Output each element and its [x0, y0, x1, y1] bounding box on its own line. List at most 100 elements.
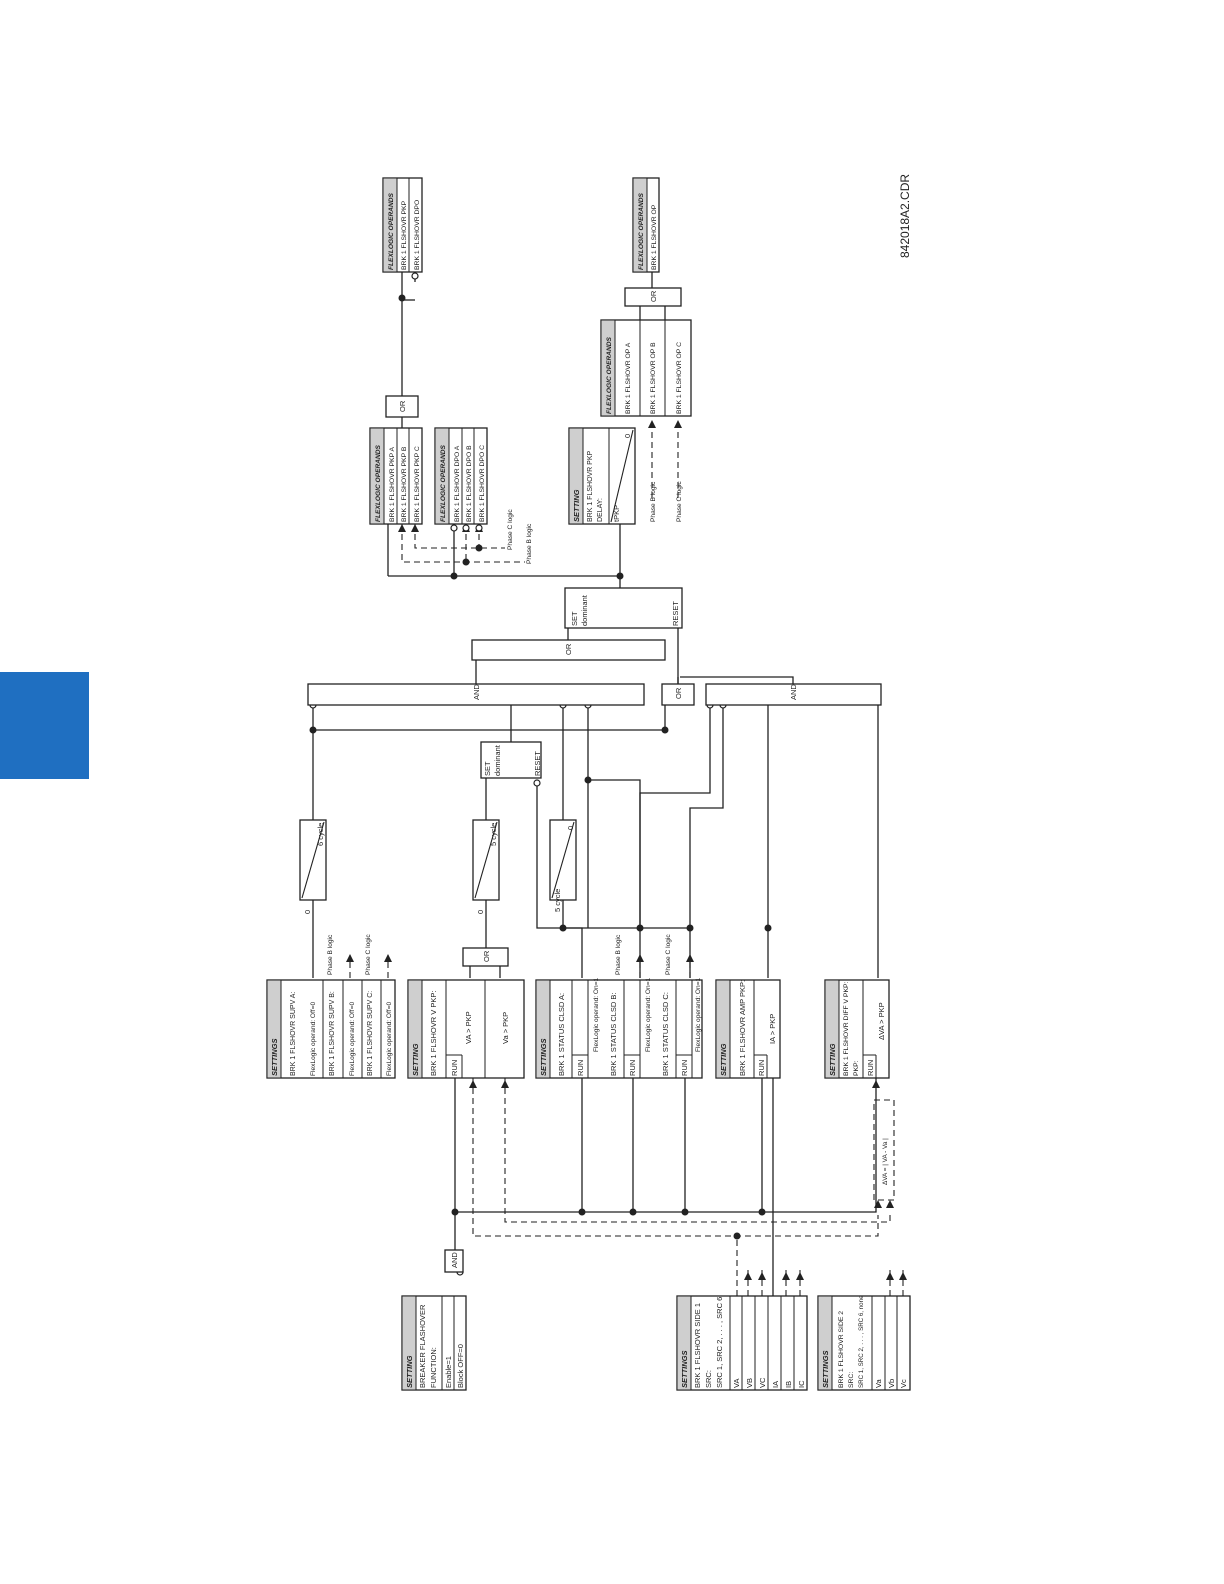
latch1-set: SET — [483, 761, 492, 776]
and2-label: AND — [789, 684, 798, 700]
side1-header: SETTINGS — [680, 1350, 689, 1388]
dpo-row-c: BRK 1 FLSHOVR DPO C — [479, 445, 486, 522]
t5b-zero: 0 — [566, 826, 575, 830]
pkp-header: FLEXLOGIC OPERANDS — [375, 444, 382, 522]
side1-va: VA — [732, 1379, 741, 1388]
status-row-4: FlexLogic operand: On=1 — [645, 977, 652, 1052]
diff-formula: ΔVA = | VA - Va | — [882, 1138, 889, 1185]
amp-cmp: IA > PKP — [768, 1014, 777, 1044]
status-row-6: FlexLogic operand: On=1 — [695, 977, 702, 1052]
status-phase-c: Phase C logic — [665, 934, 672, 975]
latch2-dominant: dominant — [580, 594, 589, 626]
function-row-1: BREAKER FLASHOVER — [418, 1304, 427, 1388]
supv-header: SETTINGS — [270, 1038, 279, 1076]
final-pkp-header: FLEXLOGIC OPERANDS — [388, 192, 395, 270]
or-top-label: OR — [564, 643, 573, 655]
op-row-c: BRK 1 FLSHOVR OP C — [676, 342, 683, 414]
and1-label: AND — [472, 684, 481, 700]
dividers — [322, 178, 898, 1390]
final-pkp-row: BRK 1 FLSHOVR PKP — [401, 200, 408, 270]
dpo-row-b: BRK 1 FLSHOVR DPO B — [466, 445, 473, 522]
vpkp-title: BRK 1 FLSHOVR V PKP: — [429, 991, 438, 1076]
delay-tpkp: tPKP — [612, 505, 621, 522]
supv-row-1: BRK 1 FLSHOVR SUPV A: — [290, 992, 297, 1076]
wires — [312, 272, 879, 1296]
final-op-row: BRK 1 FLSHOVR OP — [651, 204, 658, 270]
dashed-wires — [349, 422, 904, 1296]
function-row-3: Enable=1 — [444, 1356, 453, 1388]
t6-zero: 0 — [303, 910, 312, 914]
vpkp-run: RUN — [450, 1060, 459, 1076]
supv-row-5: BRK 1 FLSHOVR SUPV C: — [367, 991, 374, 1076]
delay-header: SETTING — [572, 489, 581, 522]
diff-title-pkp: PKP: — [853, 1060, 860, 1076]
supv-row-6: FlexLogic operand: Off=0 — [386, 1002, 393, 1076]
side1-ia: IA — [771, 1381, 780, 1388]
amp-title: BRK 1 FLSHOVR AMP PKP: — [738, 980, 747, 1076]
latch2-reset: RESET — [671, 601, 680, 626]
junction-dots — [309, 294, 772, 1240]
side2-header: SETTINGS — [821, 1350, 830, 1388]
and-gate-label: AND — [450, 1252, 459, 1268]
t6-cycle: 6 cycle — [316, 823, 325, 846]
or-mid-label: OR — [674, 687, 683, 699]
amp-header: SETTING — [719, 1043, 728, 1076]
side2-vc: Vc — [899, 1379, 908, 1388]
op-phase-c: Phase C logic — [676, 481, 683, 522]
side2-row-3: SRC 1, SRC 2, . . . , SRC 6, none — [858, 1295, 865, 1388]
status-header: SETTINGS — [539, 1038, 548, 1076]
side1-vc: VC — [758, 1377, 767, 1388]
t5b-cycle: 5 cycle — [553, 889, 562, 912]
vpkp-cmp-1: VA > PKP — [464, 1011, 473, 1044]
diff-cmp: ΔVA > PKP — [877, 1002, 886, 1040]
pkp-row-b: BRK 1 FLSHOVR PKP B — [401, 446, 408, 522]
arrowheads — [346, 420, 907, 1280]
final-dpo-row: BRK 1 FLSHOVR DPO — [414, 200, 421, 270]
op-phase-b: Phase B logic — [650, 481, 657, 522]
status-row-3: BRK 1 STATUS CLSD B: — [609, 993, 618, 1077]
status-row-5: BRK 1 STATUS CLSD C: — [661, 992, 670, 1076]
status-row-1: BRK 1 STATUS CLSD A: — [557, 993, 566, 1076]
status-phase-b: Phase B logic — [615, 934, 622, 975]
supv-phase-c: Phase C logic — [365, 934, 372, 975]
diff-run: RUN — [866, 1060, 875, 1076]
side1-row-2: SRC: — [704, 1370, 713, 1388]
side1-ic: IC — [797, 1380, 806, 1388]
diff-title: BRK 1 FLSHOVR DIFF V PKP: — [843, 981, 850, 1076]
or-pkp-label: OR — [398, 400, 407, 412]
pkp-row-a: BRK 1 FLSHOVR PKP A — [389, 446, 396, 522]
or-v-label: OR — [482, 950, 491, 962]
or-op-label: OR — [649, 290, 658, 302]
dpo-row-a: BRK 1 FLSHOVR DPO A — [454, 445, 461, 522]
op-row-a: BRK 1 FLSHOVR OP A — [625, 342, 632, 414]
function-row-2: FUNCTION: — [429, 1347, 438, 1388]
delay-row-2: DELAY: — [597, 498, 604, 522]
latch1-dominant: dominant — [493, 744, 502, 776]
function-row-4: Block OFF=0 — [456, 1344, 465, 1388]
side2-va: Va — [874, 1379, 883, 1388]
status-run-c: RUN — [680, 1060, 689, 1076]
status-run-a: RUN — [576, 1060, 585, 1076]
status-row-2: FlexLogic operand: On=1 — [593, 977, 600, 1052]
function-header: SETTING — [405, 1355, 414, 1388]
op-row-b: BRK 1 FLSHOVR OP B — [650, 342, 657, 414]
header-bars — [266, 177, 840, 1391]
supv-row-3: BRK 1 FLSHOVR SUPV B: — [329, 991, 336, 1076]
timer-ramps — [301, 429, 634, 899]
diff-header: SETTING — [828, 1043, 837, 1076]
amp-run: RUN — [757, 1060, 766, 1076]
vpkp-header: SETTING — [411, 1043, 420, 1076]
side1-ib: IB — [784, 1381, 793, 1388]
side1-vb: VB — [745, 1378, 754, 1388]
dpo-header: FLEXLOGIC OPERANDS — [440, 444, 447, 522]
side2-row-1: BRK 1 FLSHOVR SIDE 2 — [838, 1311, 845, 1388]
t5-zero: 0 — [476, 910, 485, 914]
status-run-b: RUN — [628, 1060, 637, 1076]
phase-c-label: Phase C logic — [507, 509, 514, 550]
side2-row-2: SRC: — [848, 1372, 855, 1388]
latch1-reset: RESET — [533, 751, 542, 776]
t5-cycle: 5 cycle — [489, 823, 498, 846]
delay-row-1: BRK 1 FLSHOVR PKP — [587, 450, 594, 522]
op-header: FLEXLOGIC OPERANDS — [606, 336, 613, 414]
